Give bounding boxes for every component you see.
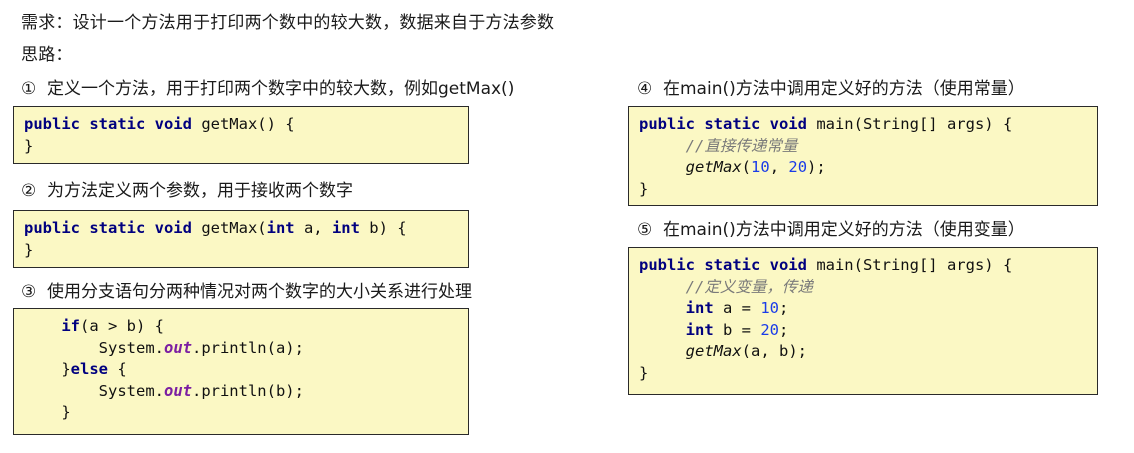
number-literal: 10	[760, 299, 780, 317]
code-line: if(a > b) {	[24, 316, 458, 338]
code-line: //定义变量，传递	[639, 277, 1087, 299]
code-text: System.	[98, 338, 164, 357]
code-line: }	[24, 136, 458, 158]
code-line: public static void main(String[] args) {	[639, 114, 1087, 136]
code-line: }	[639, 363, 1087, 385]
code-text: }	[24, 240, 34, 259]
number-literal: 20	[788, 158, 808, 176]
code-text: {	[108, 360, 127, 378]
code-text: getMax(	[191, 219, 267, 237]
keyword: public static void	[639, 115, 807, 133]
step-2-number: ②	[21, 181, 37, 201]
code-line: System.out.println(a);	[24, 338, 458, 360]
code-text: }	[61, 403, 71, 421]
code-text: a =	[713, 299, 761, 317]
code-text: ;	[779, 320, 789, 339]
code-text: }	[639, 179, 649, 198]
code-text: (a, b);	[741, 342, 807, 360]
code-text: getMax() {	[191, 115, 295, 133]
keyword: public static void	[639, 256, 807, 274]
code-comment: //定义变量，传递	[685, 277, 813, 296]
keyword: int	[331, 219, 360, 237]
code-text: ;	[779, 299, 789, 317]
step-5: ⑤ 在main()方法中调用定义好的方法（使用变量）	[637, 219, 1025, 241]
code-text: (	[741, 158, 752, 176]
step-3-number: ③	[21, 282, 37, 302]
code-text: ,	[769, 158, 789, 176]
code-block-main-variables: public static void main(String[] args) {…	[628, 247, 1098, 395]
code-line: }else {	[24, 359, 458, 381]
code-block-getmax-empty: public static void getMax() {}	[13, 106, 469, 164]
code-text: System.	[98, 381, 164, 400]
code-text: b) {	[359, 219, 407, 237]
code-text: .println(b);	[191, 381, 304, 400]
step-1-number: ①	[21, 79, 37, 99]
keyword: else	[70, 360, 108, 378]
approach-label: 思路：	[21, 45, 73, 65]
step-4: ④ 在main()方法中调用定义好的方法（使用常量）	[637, 78, 1025, 100]
code-text: }	[24, 136, 34, 155]
keyword: int	[685, 320, 714, 339]
code-line: public static void getMax(int a, int b) …	[24, 218, 458, 240]
code-text: main(String[] args) {	[806, 115, 1013, 133]
code-text: a,	[294, 219, 332, 237]
code-text: .println(a);	[191, 338, 304, 357]
keyword: int	[685, 299, 714, 317]
step-1: ① 定义一个方法，用于打印两个数字中的较大数，例如getMax()	[21, 78, 514, 100]
code-line: getMax(10, 20);	[639, 157, 1087, 179]
code-line: public static void getMax() {	[24, 114, 458, 136]
method-call: getMax	[685, 342, 742, 360]
code-text: main(String[] args) {	[806, 256, 1013, 274]
step-5-number: ⑤	[637, 220, 653, 240]
code-block-main-constants: public static void main(String[] args) {…	[628, 106, 1098, 206]
code-text: );	[807, 158, 826, 176]
step-3-text: 使用分支语句分两种情况对两个数字的大小关系进行处理	[47, 282, 472, 302]
code-block-if-else: if(a > b) { System.out.println(a); }else…	[13, 308, 469, 435]
code-text: (a > b) {	[80, 317, 164, 335]
step-4-text: 在main()方法中调用定义好的方法（使用常量）	[663, 79, 1025, 99]
code-line: }	[639, 179, 1087, 201]
field-name: out	[163, 338, 192, 357]
code-line: System.out.println(b);	[24, 381, 458, 403]
number-literal: 10	[751, 158, 770, 176]
code-block-getmax-params: public static void getMax(int a, int b) …	[13, 210, 469, 268]
step-2: ② 为方法定义两个参数，用于接收两个数字	[21, 180, 353, 202]
field-name: out	[163, 381, 192, 400]
code-line: int a = 10;	[639, 298, 1087, 320]
keyword: public static void	[24, 219, 192, 237]
keyword: int	[266, 219, 295, 237]
requirement-text: 需求：设计一个方法用于打印两个数中的较大数，数据来自于方法参数	[21, 13, 555, 33]
step-3: ③ 使用分支语句分两种情况对两个数字的大小关系进行处理	[21, 281, 472, 303]
code-line: int b = 20;	[639, 320, 1087, 342]
code-text: }	[639, 363, 649, 382]
number-literal: 20	[760, 320, 780, 339]
step-2-text: 为方法定义两个参数，用于接收两个数字	[47, 181, 353, 201]
keyword: if	[61, 317, 80, 335]
step-1-text: 定义一个方法，用于打印两个数字中的较大数，例如getMax()	[47, 79, 515, 99]
code-line: getMax(a, b);	[639, 341, 1087, 363]
code-line: }	[24, 402, 458, 424]
method-call: getMax	[685, 158, 742, 176]
code-comment: //直接传递常量	[685, 136, 798, 155]
step-4-number: ④	[637, 79, 653, 99]
code-line: //直接传递常量	[639, 136, 1087, 158]
code-text: }	[61, 360, 71, 378]
keyword: public static void	[24, 115, 192, 133]
step-5-text: 在main()方法中调用定义好的方法（使用变量）	[663, 220, 1025, 240]
code-text: b =	[713, 320, 761, 339]
code-line: }	[24, 240, 458, 262]
code-line: public static void main(String[] args) {	[639, 255, 1087, 277]
